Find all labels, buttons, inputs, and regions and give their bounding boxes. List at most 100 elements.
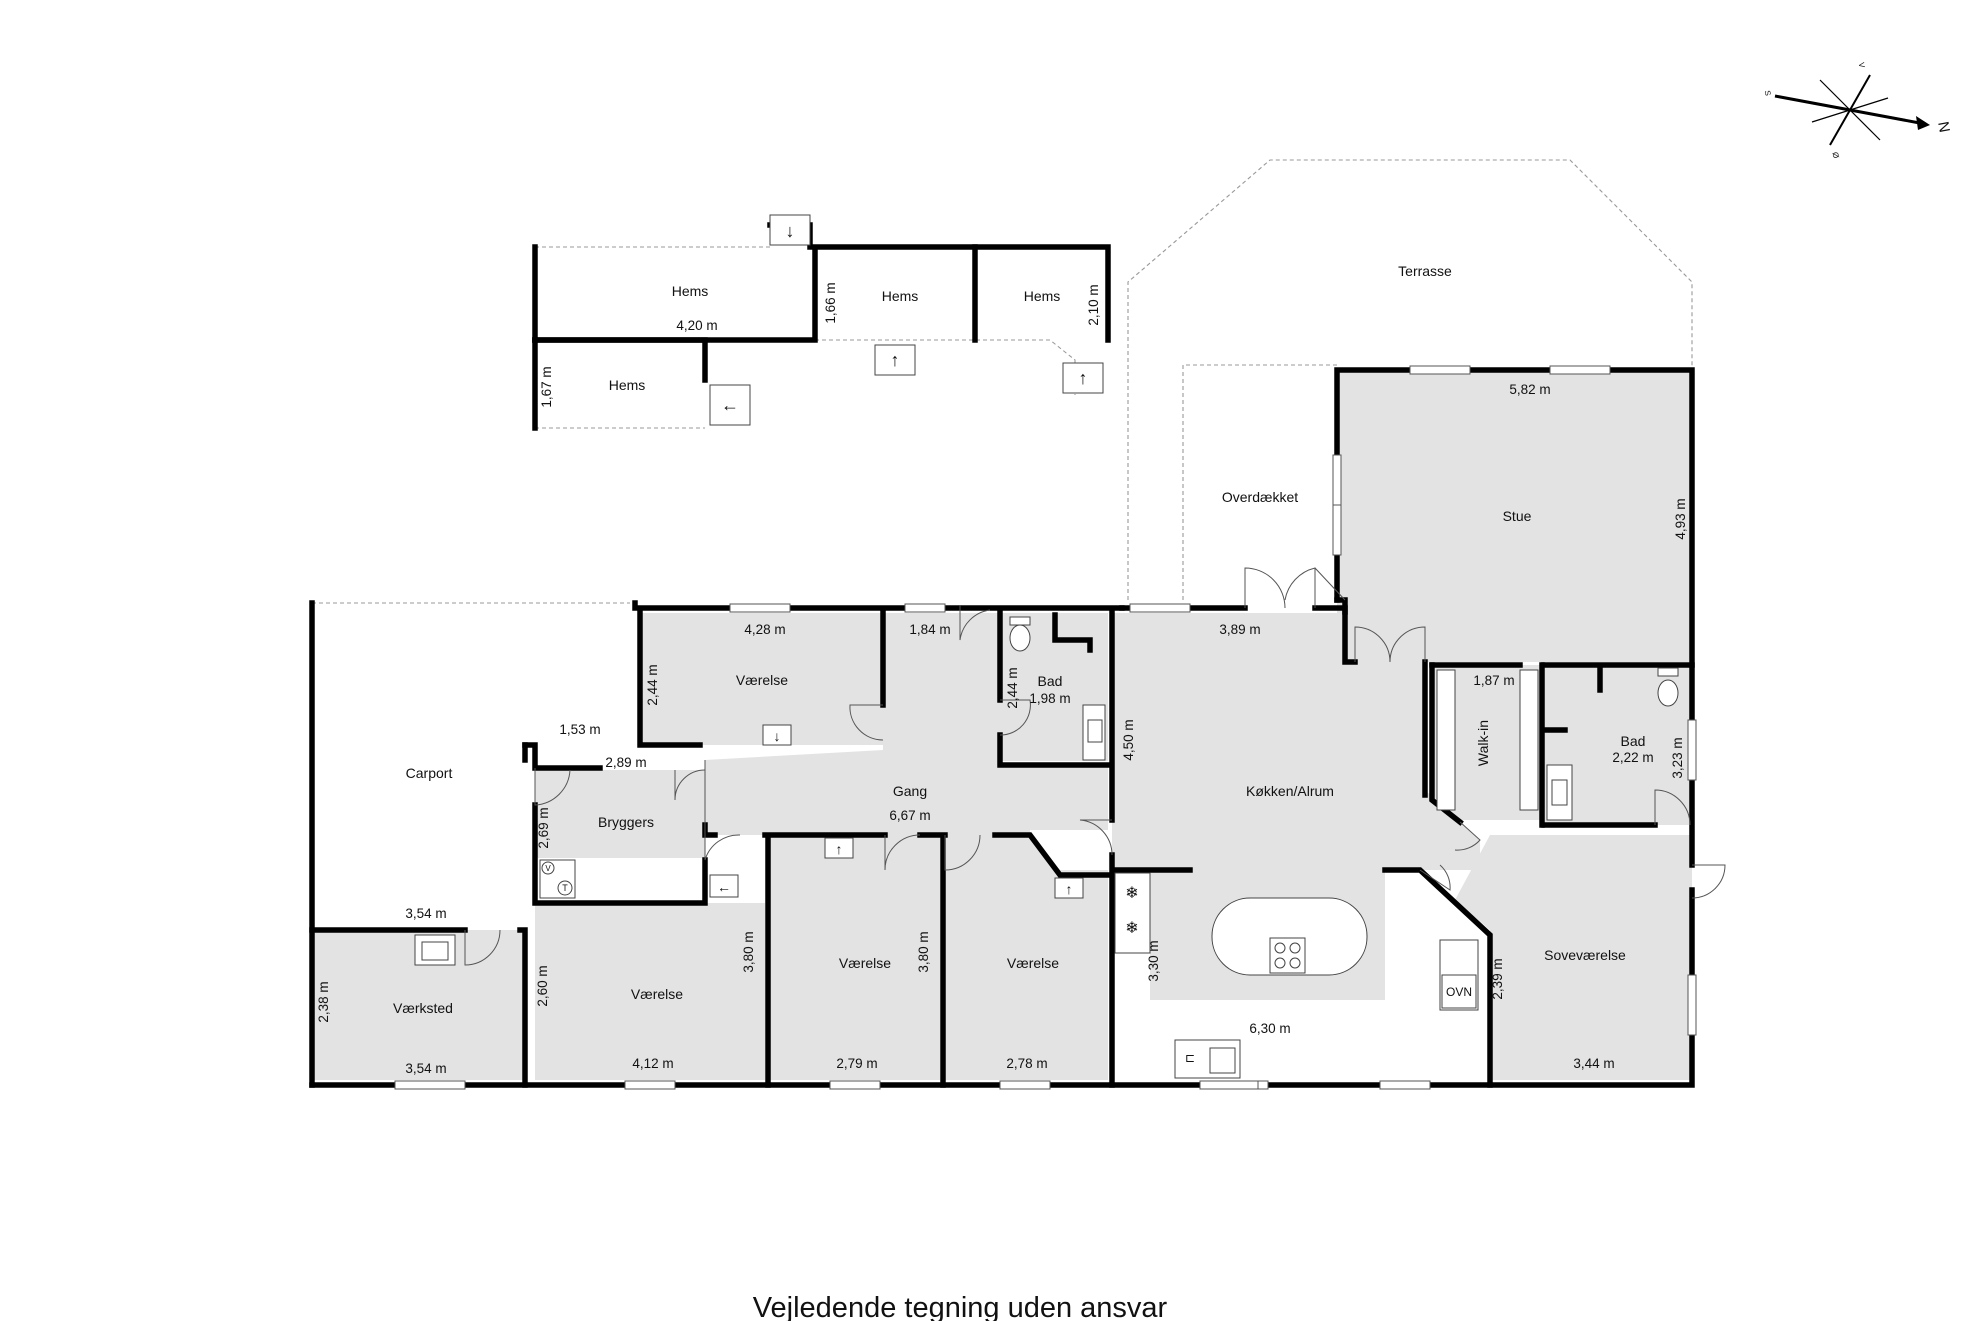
counter-left <box>1114 872 1151 954</box>
bath-sink-basin <box>1551 779 1568 806</box>
hems-wall-e <box>532 337 708 383</box>
kitchen-island <box>1211 897 1368 976</box>
window <box>1379 1080 1431 1090</box>
north-arrowhead <box>1916 116 1930 130</box>
stair-arrow: ↓ <box>774 728 781 744</box>
compass-rose: N S Ø V <box>1763 62 1953 159</box>
dim-label: 4,93 m <box>1673 498 1688 539</box>
bath-sink-basin <box>1087 719 1103 743</box>
window <box>1332 504 1342 556</box>
room-label-overdaekket: Overdækket <box>1222 489 1298 505</box>
compass-north: N <box>1934 120 1953 134</box>
room-label-vaerelse: Værelse <box>736 672 788 688</box>
floor-sovevaerelse <box>1455 835 1692 1080</box>
dim-label: 2,89 m <box>605 755 646 770</box>
stair-arrow: ↑ <box>1079 368 1088 388</box>
outer-bottom <box>309 887 1695 1088</box>
door <box>1354 626 1391 663</box>
dim-label: 4,20 m <box>676 318 717 333</box>
floor-vaerelse-2 <box>768 835 940 1080</box>
door <box>1389 626 1426 663</box>
freezer-icon: ❄ <box>1125 885 1138 902</box>
dim-label: 2,79 m <box>836 1056 877 1071</box>
top-left-room-wall <box>637 607 703 748</box>
door <box>1079 819 1113 856</box>
room-label-bryggers: Bryggers <box>598 814 654 830</box>
dim-label: 4,28 m <box>744 622 785 637</box>
windows <box>394 365 1697 1090</box>
dim-label: 6,30 m <box>1249 1021 1290 1036</box>
dimension-labels: 4,20 m 1,66 m 2,10 m 1,67 m 5,82 m 4,93 … <box>316 282 1688 1076</box>
door <box>849 704 884 741</box>
room-size-bad: 2,22 m <box>1612 750 1653 765</box>
room-label-stue: Stue <box>1503 508 1532 524</box>
workshop-sink-basin <box>421 941 449 961</box>
window <box>1549 365 1611 375</box>
walk-in-left <box>1429 662 1464 826</box>
door <box>944 834 981 871</box>
dim-label: 3,54 m <box>405 1061 446 1076</box>
window <box>829 1080 881 1090</box>
room-label-hems: Hems <box>1024 288 1061 304</box>
stair-arrow: ↑ <box>836 841 843 857</box>
dryer-label: T <box>562 883 568 893</box>
window <box>1687 719 1697 781</box>
room-label-vaerelse: Værelse <box>839 955 891 971</box>
dim-label: 2,44 m <box>1005 667 1020 708</box>
shelf <box>1436 669 1456 811</box>
floor-bryggers <box>535 770 705 858</box>
dim-label: 2,69 m <box>536 807 551 848</box>
doors <box>464 567 1726 966</box>
shelf <box>1519 669 1539 811</box>
burner <box>1274 942 1286 954</box>
washer <box>541 861 555 875</box>
dim-label: 2,44 m <box>645 664 660 705</box>
dim-label: 3,30 m <box>1146 940 1161 981</box>
dim-label: 2,38 m <box>316 981 331 1022</box>
room-labels: Hems Hems Hems Hems Terrasse Overdækket … <box>393 263 1654 1016</box>
dim-label: 1,87 m <box>1473 673 1514 688</box>
dim-label: 1,66 m <box>823 282 838 323</box>
bad1-left-b <box>997 732 1111 768</box>
stair-arrow: ↓ <box>786 221 795 241</box>
dim-label: 1,53 m <box>559 722 600 737</box>
compass-axis <box>1811 97 1889 123</box>
door <box>1691 864 1726 899</box>
room-label-walk-in: Walk-in <box>1475 720 1491 766</box>
dim-label: 6,67 m <box>889 808 930 823</box>
floor-koekken <box>1112 613 1480 1000</box>
stair-arrow: ← <box>721 395 739 415</box>
dashed-outlines <box>312 159 1693 604</box>
stair <box>769 214 811 246</box>
toilet-tank <box>1657 667 1679 677</box>
room-size-bad: 1,98 m <box>1029 691 1070 706</box>
window <box>624 1080 676 1090</box>
burner <box>1289 957 1301 969</box>
compass-west: V <box>1857 62 1867 69</box>
hems-wall-b <box>532 244 1111 343</box>
stair <box>762 724 792 746</box>
floor-gang <box>700 613 1108 835</box>
window <box>394 1080 466 1090</box>
door <box>1314 567 1346 601</box>
floor-stue <box>1337 370 1692 662</box>
door <box>704 825 741 861</box>
door <box>1454 821 1481 851</box>
compass-south: S <box>1763 90 1773 97</box>
window <box>1687 974 1697 1036</box>
bryggers-wall <box>522 742 603 771</box>
toilet <box>1009 624 1031 652</box>
gang-bottom-c <box>992 832 1111 878</box>
stair <box>874 344 916 376</box>
washer-label: V <box>545 864 551 873</box>
door <box>1244 567 1286 609</box>
stair <box>709 384 751 426</box>
toilet <box>1657 679 1679 707</box>
room-label-bad: Bad <box>1038 673 1063 689</box>
hems-mid-outline <box>815 339 1076 395</box>
overdaekket-outline <box>1182 364 1337 600</box>
door <box>1654 789 1691 826</box>
sove-left <box>1382 867 1493 1088</box>
disclaimer-caption: Vejledende tegning uden ansvar <box>753 1292 1168 1321</box>
